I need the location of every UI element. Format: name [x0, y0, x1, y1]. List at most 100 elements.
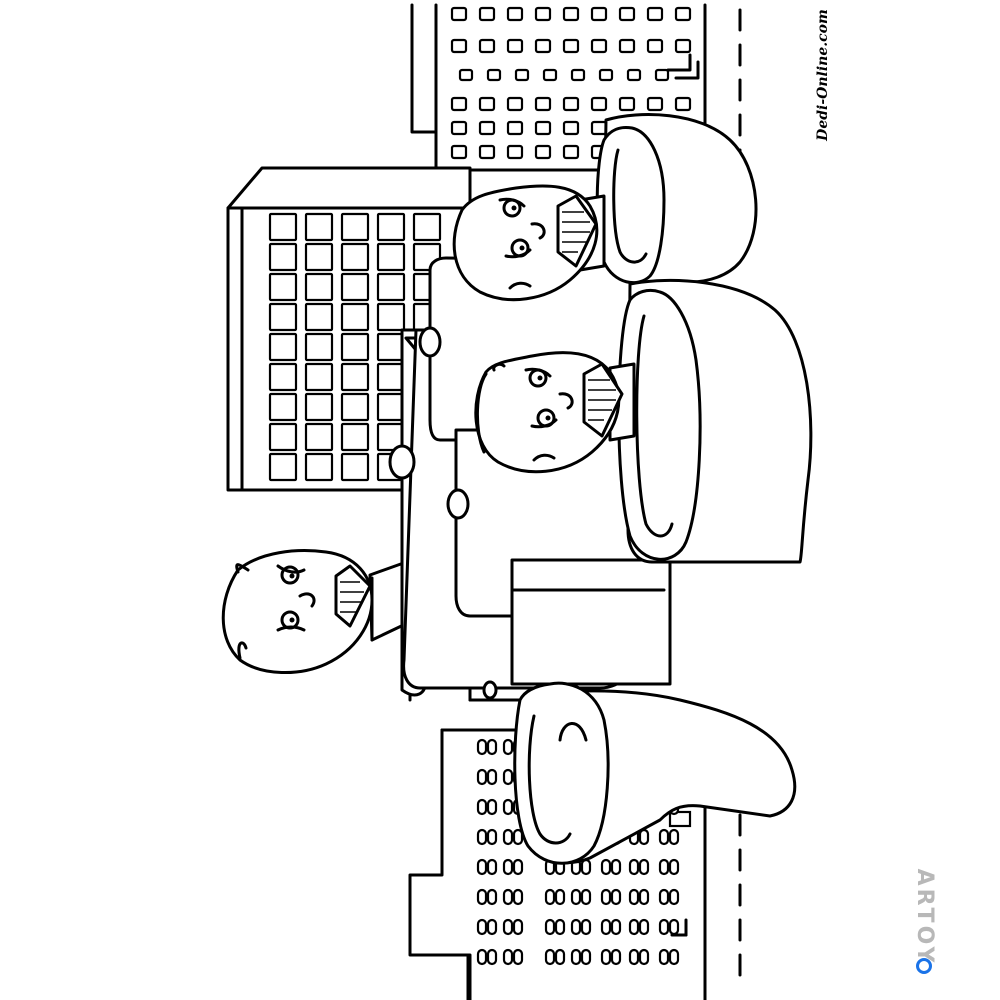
window — [476, 888, 488, 906]
window — [618, 96, 636, 112]
window — [590, 38, 608, 54]
window — [268, 242, 298, 272]
window — [544, 948, 556, 966]
window — [376, 362, 406, 392]
window — [506, 120, 524, 136]
window — [486, 858, 498, 876]
window — [658, 888, 670, 906]
window — [304, 452, 334, 482]
window — [554, 888, 566, 906]
window — [544, 888, 556, 906]
bald-head-upper — [452, 184, 606, 302]
window — [570, 918, 582, 936]
window — [506, 96, 524, 112]
window — [562, 96, 580, 112]
window — [512, 948, 524, 966]
window — [534, 120, 552, 136]
window — [376, 332, 406, 362]
window — [268, 422, 298, 452]
window — [562, 120, 580, 136]
window — [590, 120, 608, 136]
window — [610, 888, 622, 906]
window — [476, 768, 488, 786]
window — [450, 144, 468, 160]
window — [486, 888, 498, 906]
window — [570, 68, 586, 82]
window — [502, 798, 514, 816]
window — [476, 828, 488, 846]
window — [646, 6, 664, 22]
window — [478, 144, 496, 160]
window — [512, 888, 524, 906]
window — [304, 392, 334, 422]
window — [376, 302, 406, 332]
window — [646, 38, 664, 54]
window — [340, 242, 370, 272]
window — [580, 858, 592, 876]
window — [570, 888, 582, 906]
window — [668, 858, 680, 876]
window — [590, 6, 608, 22]
window — [340, 452, 370, 482]
window — [562, 38, 580, 54]
window — [534, 96, 552, 112]
window — [502, 738, 514, 756]
window — [628, 888, 640, 906]
top-building-windows — [450, 6, 692, 160]
window — [502, 918, 514, 936]
window — [610, 918, 622, 936]
window — [674, 38, 692, 54]
window — [502, 948, 514, 966]
window — [658, 828, 670, 846]
window — [450, 38, 468, 54]
brand-logo-ring-icon — [916, 958, 932, 974]
window — [544, 918, 556, 936]
top-office-building — [410, 3, 707, 172]
window — [268, 452, 298, 482]
window — [478, 96, 496, 112]
window — [668, 828, 680, 846]
window — [304, 362, 334, 392]
window — [304, 272, 334, 302]
window — [412, 212, 442, 242]
window — [486, 918, 498, 936]
window — [580, 918, 592, 936]
window — [268, 332, 298, 362]
window — [476, 738, 488, 756]
window — [486, 768, 498, 786]
window — [600, 858, 612, 876]
toilet-bowl-lower — [513, 681, 797, 865]
window — [478, 120, 496, 136]
window — [600, 948, 612, 966]
window — [542, 68, 558, 82]
window — [534, 144, 552, 160]
window — [304, 422, 334, 452]
window — [658, 858, 670, 876]
window — [486, 948, 498, 966]
standing-man — [221, 549, 416, 674]
window — [610, 858, 622, 876]
window — [580, 888, 592, 906]
window — [476, 918, 488, 936]
window — [654, 68, 670, 82]
window — [628, 948, 640, 966]
window — [562, 6, 580, 22]
window — [600, 888, 612, 906]
window — [486, 798, 498, 816]
window — [476, 798, 488, 816]
window — [658, 918, 670, 936]
window — [658, 948, 670, 966]
window — [476, 948, 488, 966]
window — [502, 828, 514, 846]
window — [562, 144, 580, 160]
window — [268, 272, 298, 302]
window — [502, 858, 514, 876]
window — [502, 768, 514, 786]
window — [628, 918, 640, 936]
window — [450, 120, 468, 136]
haired-head-middle — [474, 351, 636, 474]
window — [668, 888, 680, 906]
window — [554, 918, 566, 936]
window — [268, 392, 298, 422]
